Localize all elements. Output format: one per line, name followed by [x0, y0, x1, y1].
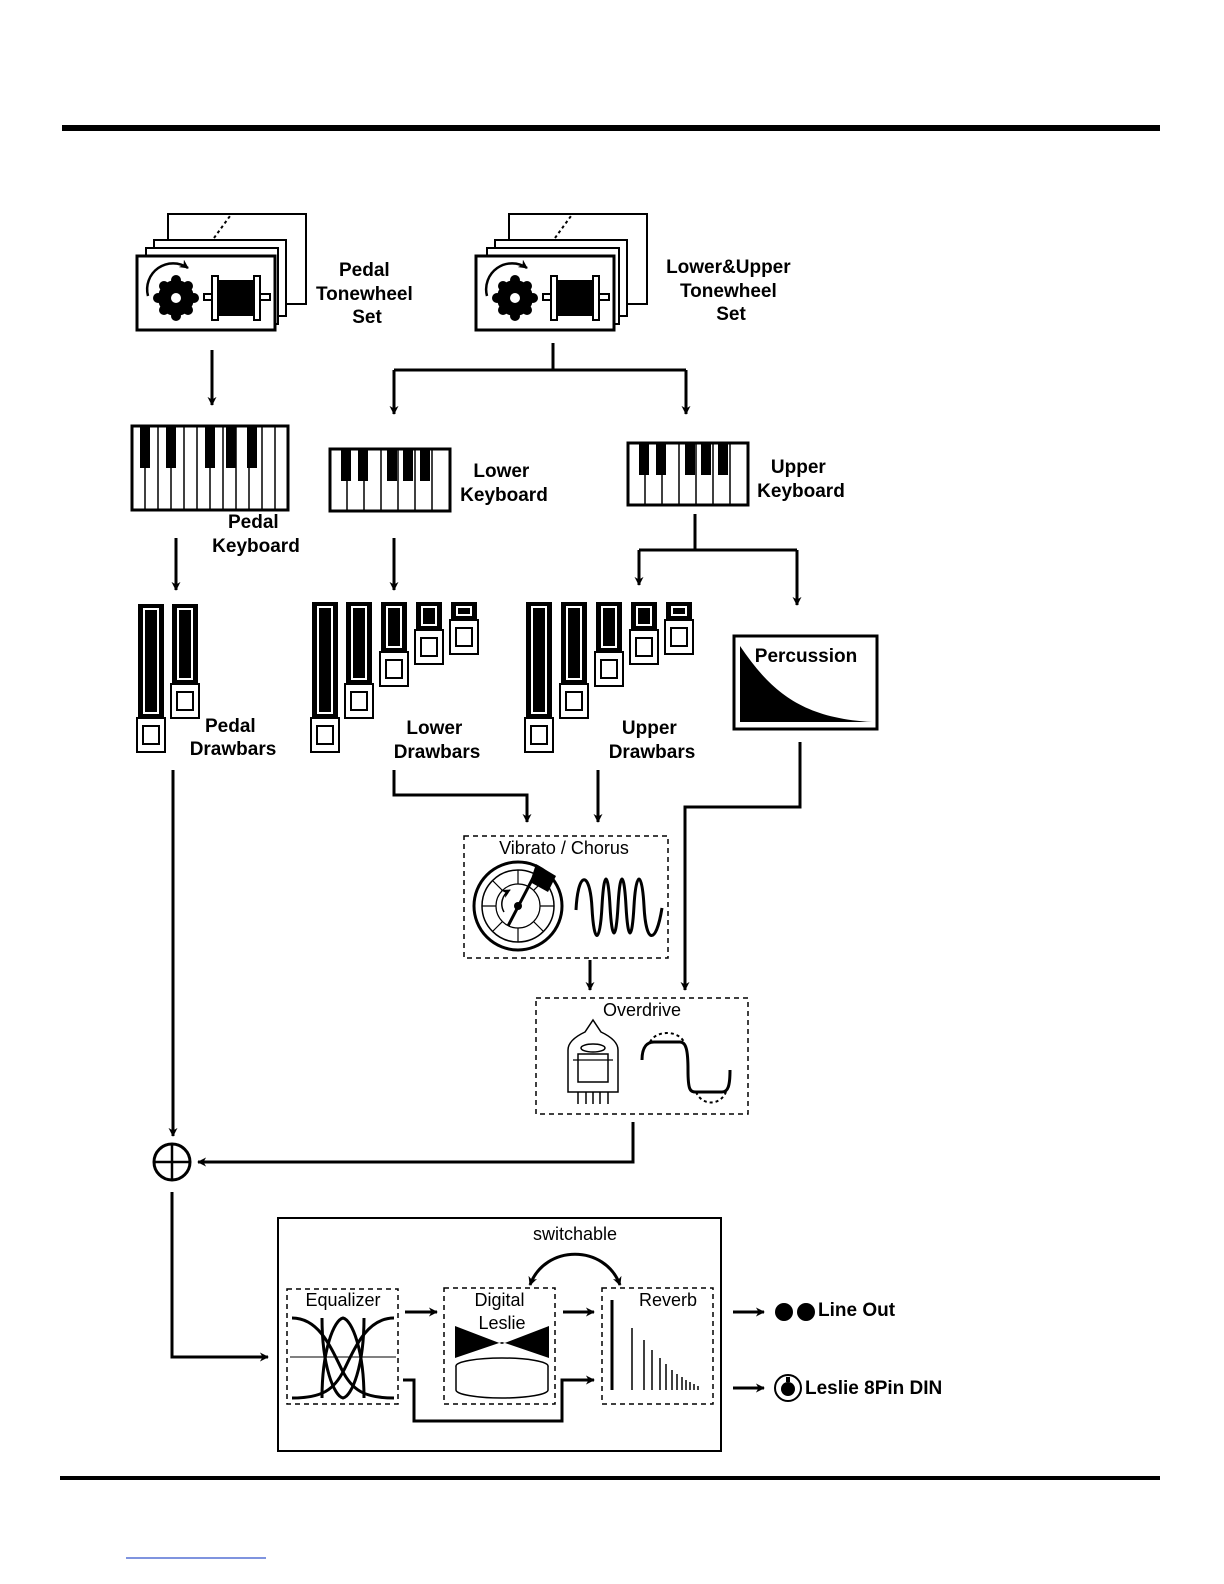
vibrato-chorus-label: Vibrato / Chorus: [499, 838, 629, 858]
pedal-keyboard-icon: [132, 426, 288, 510]
bottom-rule: [60, 1476, 1160, 1480]
pedal-keyboard-label: Pedal Keyboard: [212, 512, 300, 557]
reverb-label: Reverb: [639, 1290, 697, 1310]
mixer-sum-icon: [154, 1144, 190, 1180]
pedal-drawbars-icon: [137, 604, 199, 752]
top-rule: [62, 125, 1160, 131]
line-out-label: Line Out: [818, 1300, 896, 1321]
upper-drawbars-label: Upper Drawbars: [609, 718, 696, 763]
lower-keyboard-label: Lower Keyboard: [460, 461, 548, 506]
lower-drawbars-label: Lower Drawbars: [394, 718, 481, 763]
pickup-coil-icon: [204, 276, 270, 320]
lower-upper-tonewheel-set: [476, 214, 647, 330]
leslie-din-label: Leslie 8Pin DIN: [805, 1378, 942, 1399]
switchable-label: switchable: [533, 1224, 617, 1244]
din-connector-icon: [775, 1375, 801, 1401]
lower-upper-tonewheel-label: Lower&Upper Tonewheel Set: [666, 257, 796, 325]
pedal-tonewheel-set: [137, 214, 306, 330]
overdrive-label: Overdrive: [603, 1000, 681, 1020]
line-out-jacks-icon: [775, 1303, 815, 1321]
upper-keyboard-label: Upper Keyboard: [757, 457, 845, 502]
pickup-coil-icon: [543, 276, 609, 320]
pedal-tonewheel-label: Pedal Tonewheel Set: [316, 260, 418, 328]
percussion-label: Percussion: [755, 646, 857, 667]
upper-keyboard-icon: [628, 443, 748, 505]
equalizer-label: Equalizer: [305, 1290, 380, 1310]
pedal-drawbars-label: Pedal Drawbars: [190, 716, 277, 760]
tonewheel-connectors: [212, 343, 686, 414]
lower-keyboard-icon: [330, 449, 450, 511]
scanner-dial-icon: [474, 862, 562, 950]
